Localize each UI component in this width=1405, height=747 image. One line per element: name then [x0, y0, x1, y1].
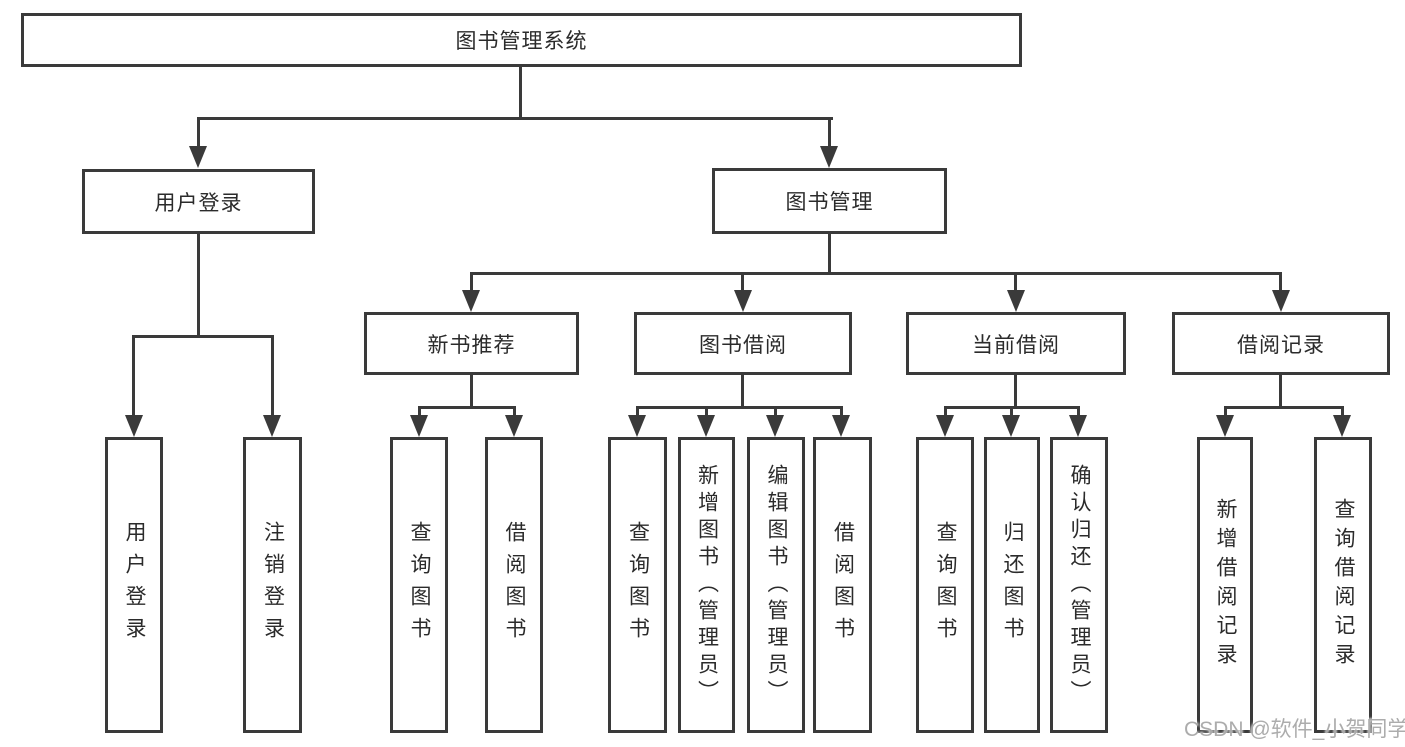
connector-arm-edit-book — [774, 406, 777, 418]
node-user-login-label: 用户登录 — [154, 191, 243, 215]
connector-arm-user-login — [197, 117, 200, 148]
node-root: 图书管理系统 — [21, 13, 1022, 67]
node-user-login: 用户登录 — [82, 169, 315, 234]
arrowhead-query1 — [410, 415, 428, 437]
leaf-query-book-3-label: 查询图书 — [934, 521, 957, 649]
node-new-book-recommend-label: 新书推荐 — [427, 333, 516, 357]
arrowhead-borrow-record — [1272, 290, 1290, 312]
arrowhead-leaf-logout — [263, 415, 281, 437]
leaf-user-login-label: 用户登录 — [123, 521, 146, 649]
leaf-borrow-book-2: 借阅图书 — [813, 437, 872, 733]
leaf-add-book-admin-label: 新增图书（管理员） — [695, 463, 719, 707]
leaf-user-login: 用户登录 — [105, 437, 163, 733]
connector-arm-leaf-logout — [271, 335, 274, 417]
arrowhead-current-borrow — [1007, 290, 1025, 312]
leaf-query-book-2: 查询图书 — [608, 437, 667, 733]
arrowhead-book-management — [820, 146, 838, 168]
leaf-confirm-return-admin: 确认归还（管理员） — [1050, 437, 1108, 733]
arrowhead-user-login — [189, 146, 207, 168]
leaf-query-borrow-record-label: 查询借阅记录 — [1332, 498, 1355, 672]
leaf-return-book-label: 归还图书 — [1001, 521, 1024, 649]
connector-arm-query1 — [418, 406, 421, 418]
connector-arm-borrow1 — [513, 406, 516, 418]
node-new-book-recommend: 新书推荐 — [364, 312, 579, 375]
arrowhead-query-record — [1333, 415, 1351, 437]
arrowhead-borrow1 — [505, 415, 523, 437]
arrowhead-query2 — [628, 415, 646, 437]
connector-level2-bus — [197, 117, 833, 120]
connector-user-login-drop — [197, 234, 200, 338]
leaf-query-book-2-label: 查询图书 — [626, 521, 650, 649]
connector-user-login-bus — [132, 335, 274, 338]
connector-borrow-record-bus — [1224, 406, 1344, 409]
connector-arm-current-borrow — [1014, 272, 1017, 292]
connector-arm-book-borrow — [741, 272, 744, 292]
connector-level3-bus — [470, 272, 1282, 275]
node-book-management: 图书管理 — [712, 168, 947, 234]
arrowhead-leaf-user-login — [125, 415, 143, 437]
connector-arm-query2 — [636, 406, 639, 418]
arrowhead-return-book — [1002, 415, 1020, 437]
node-book-borrow-label: 图书借阅 — [699, 333, 787, 357]
connector-current-borrow-drop — [1014, 375, 1017, 409]
arrowhead-add-record — [1216, 415, 1234, 437]
leaf-add-borrow-record: 新增借阅记录 — [1197, 437, 1253, 733]
csdn-watermark: CSDN @软件_小贺同学 — [1184, 718, 1405, 741]
leaf-query-book-1-label: 查询图书 — [408, 521, 431, 649]
leaf-query-book-1: 查询图书 — [390, 437, 448, 733]
leaf-borrow-book-1: 借阅图书 — [485, 437, 543, 733]
connector-new-book-drop — [470, 375, 473, 409]
node-book-management-label: 图书管理 — [785, 191, 874, 214]
node-current-borrow: 当前借阅 — [906, 312, 1126, 375]
leaf-borrow-book-1-label: 借阅图书 — [503, 521, 526, 649]
node-borrow-record: 借阅记录 — [1172, 312, 1390, 375]
node-current-borrow-label: 当前借阅 — [972, 333, 1060, 357]
connector-arm-return-book — [1010, 406, 1013, 418]
connector-arm-borrow2 — [840, 406, 843, 418]
leaf-logout-label: 注销登录 — [261, 521, 285, 649]
connector-arm-confirm-return — [1077, 406, 1080, 418]
connector-borrow-record-drop — [1279, 375, 1282, 409]
connector-book-borrow-drop — [741, 375, 744, 409]
arrowhead-edit-book — [766, 415, 784, 437]
leaf-add-borrow-record-label: 新增借阅记录 — [1214, 498, 1237, 672]
leaf-confirm-return-admin-label: 确认归还（管理员） — [1068, 463, 1091, 707]
connector-book-borrow-bus — [636, 406, 843, 409]
arrowhead-book-borrow — [734, 290, 752, 312]
leaf-add-book-admin: 新增图书（管理员） — [678, 437, 735, 733]
node-borrow-record-label: 借阅记录 — [1237, 333, 1325, 357]
arrowhead-confirm-return — [1069, 415, 1087, 437]
leaf-query-borrow-record: 查询借阅记录 — [1314, 437, 1372, 733]
connector-arm-add-record — [1224, 406, 1227, 418]
leaf-return-book: 归还图书 — [984, 437, 1040, 733]
leaf-edit-book-admin-label: 编辑图书（管理员） — [765, 463, 788, 707]
leaf-borrow-book-2-label: 借阅图书 — [831, 521, 855, 649]
node-root-label: 图书管理系统 — [455, 30, 588, 53]
arrowhead-add-book — [697, 415, 715, 437]
node-book-borrow: 图书借阅 — [634, 312, 852, 375]
arrowhead-query3 — [936, 415, 954, 437]
leaf-logout: 注销登录 — [243, 437, 302, 733]
leaf-edit-book-admin: 编辑图书（管理员） — [747, 437, 805, 733]
connector-root-drop — [519, 67, 522, 120]
connector-new-book-bus — [418, 406, 516, 409]
connector-arm-new-book — [470, 272, 473, 292]
connector-arm-leaf-user-login — [132, 335, 135, 417]
arrowhead-borrow2 — [832, 415, 850, 437]
connector-arm-query-record — [1341, 406, 1344, 418]
connector-arm-borrow-record — [1279, 272, 1282, 292]
connector-book-management-drop — [828, 234, 831, 275]
arrowhead-new-book — [462, 290, 480, 312]
connector-arm-query3 — [944, 406, 947, 418]
connector-arm-add-book — [705, 406, 708, 418]
connector-arm-book-management — [828, 117, 831, 148]
leaf-query-book-3: 查询图书 — [916, 437, 974, 733]
